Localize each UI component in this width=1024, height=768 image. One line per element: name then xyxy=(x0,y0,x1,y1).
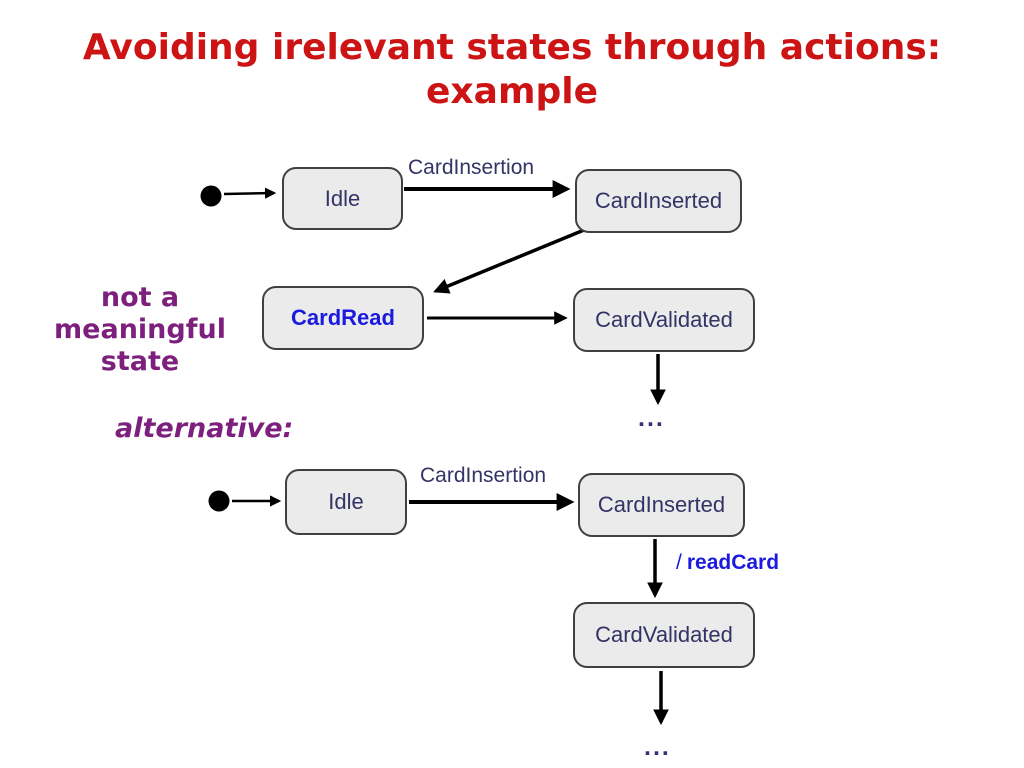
action-name: readCard xyxy=(686,551,780,574)
initial-state-dot-top xyxy=(200,185,222,207)
transition-arrow-initial-to-idle-top xyxy=(223,187,277,199)
transition-label-readcard-action: /readCard xyxy=(676,551,779,575)
state-idle-bottom: Idle xyxy=(285,469,407,535)
ellipsis-top: ... xyxy=(638,404,665,432)
note-not-meaningful-state: not a meaningful state xyxy=(15,282,265,378)
state-cardinserted-top: CardInserted xyxy=(575,169,742,233)
note-not-meaningful-line2: meaningful state xyxy=(54,314,226,377)
state-cardread: CardRead xyxy=(262,286,424,350)
note-alternative: alternative: xyxy=(115,413,294,444)
state-cardinserted-bottom: CardInserted xyxy=(578,473,745,537)
action-slash: / xyxy=(676,551,682,574)
transition-arrow-cardinserted-to-cardread xyxy=(433,228,585,294)
slide-title-line2: example xyxy=(426,71,598,112)
transition-label-cardinsertion-top: CardInsertion xyxy=(408,156,535,179)
ellipsis-bottom: ... xyxy=(644,733,671,761)
slide-title: Avoiding irelevant states through action… xyxy=(0,26,1024,114)
initial-state-dot-bottom xyxy=(208,490,230,512)
state-cardvalidated-bottom: CardValidated xyxy=(573,602,755,668)
state-cardvalidated-top: CardValidated xyxy=(573,288,755,352)
transition-label-cardinsertion-bottom: CardInsertion xyxy=(420,464,547,487)
state-idle-top: Idle xyxy=(282,167,403,230)
note-not-meaningful-line1: not a xyxy=(100,282,180,313)
slide-title-line1: Avoiding irelevant states through action… xyxy=(82,27,942,68)
